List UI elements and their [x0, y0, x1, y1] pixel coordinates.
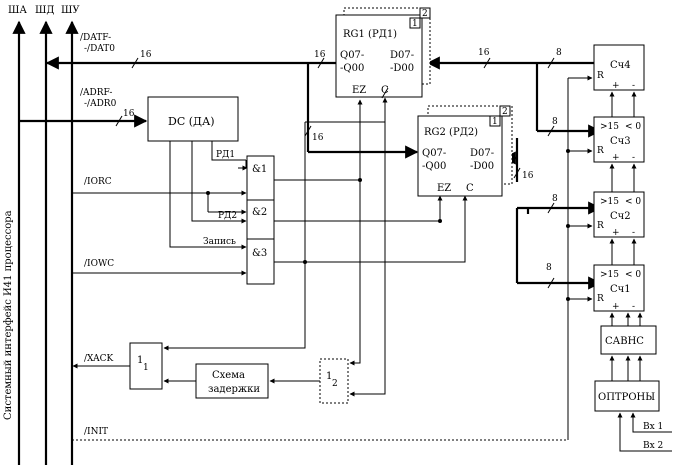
or1-label-b: 1	[143, 363, 149, 373]
counter-1-minus: -	[632, 302, 635, 312]
or1-label-a: 1	[137, 355, 143, 366]
data-bus-wiring: 16 16 16 16 16 8 8 8 8	[45, 48, 602, 290]
counter-4-r: R	[597, 71, 604, 81]
counter-2-r: R	[597, 221, 604, 231]
optrony-label: ОПТРОНЫ	[598, 392, 655, 403]
bus-width-8-b: 8	[552, 117, 558, 127]
savns-label: САВНС	[605, 336, 644, 347]
bus-width-16-c: 16	[478, 48, 490, 58]
signal-adr0: -/ADR0	[84, 99, 117, 109]
vertical-title: Системный интерфейс И41 процессора	[3, 210, 14, 420]
signal-dat0: -/DAT0	[84, 44, 115, 54]
rg1-title: RG1 (РД1)	[343, 29, 397, 40]
rg2-d-bot: -D00	[470, 161, 494, 172]
signal-init: /INIT	[84, 427, 108, 437]
bus-width-8-a: 8	[556, 48, 562, 58]
signal-xack: /XACK	[84, 354, 114, 364]
bus-sha-label: ША	[8, 5, 27, 16]
dc-outputs: РД1 РД2 Запись	[169, 141, 248, 250]
input-vx2: Вх 2	[643, 441, 663, 451]
bus-shu-label: ШУ	[61, 5, 80, 16]
counter-3-lt: < 0	[625, 122, 641, 132]
label-rd2: РД2	[218, 211, 237, 221]
counter-3-gt: >15	[600, 122, 619, 132]
signal-iorc: /IORC	[84, 177, 112, 187]
and2-label: &2	[252, 207, 267, 218]
bus-width-8-d: 8	[546, 263, 552, 273]
input-vx1: Вх 1	[643, 422, 663, 432]
counter-1-gt: >15	[600, 270, 619, 280]
counter-1-lt: < 0	[625, 270, 641, 280]
rg1-q-bot: -Q00	[340, 63, 364, 74]
delay-label-2: задержки	[208, 384, 260, 395]
rg1-num1: 1	[412, 19, 418, 29]
counter-1: >15 < 0 Сч1 R + -	[593, 264, 645, 312]
counter-1-name: Сч1	[610, 284, 631, 295]
rg2-register: 2 1 RG2 (РД2) Q07- -Q00 D07- -D00 EZ C	[417, 105, 513, 197]
bus-width-16-a: 16	[140, 50, 152, 60]
counter-4-minus: -	[632, 81, 635, 91]
counter-3: >15 < 0 Сч3 R + -	[593, 116, 645, 163]
counter-3-r: R	[597, 146, 604, 156]
bus-width-16-d: 16	[312, 133, 324, 143]
input-chain: САВНС ОПТРОНЫ Вх 1 Вх 2	[594, 312, 672, 452]
counters: Сч4 R + - >15 < 0 Сч3 R + - >15 < 0 Сч2 …	[566, 44, 645, 440]
bus-width-16-b: 16	[314, 50, 326, 60]
counter-2-name: Сч2	[610, 211, 631, 222]
or2-label-a: 1	[326, 371, 332, 382]
rg2-title: RG2 (РД2)	[424, 127, 478, 138]
counter-3-plus: +	[612, 153, 620, 163]
bus-width-16-e: 16	[123, 109, 135, 119]
rg1-ez: EZ	[352, 85, 366, 96]
delay-label-1: Схема	[212, 370, 245, 381]
rg1-c: C	[381, 85, 389, 96]
counter-4-plus: +	[612, 81, 620, 91]
rg2-d-top: D07-	[470, 148, 494, 159]
bus-width-8-c: 8	[552, 194, 558, 204]
rg2-q-top: Q07-	[422, 148, 446, 159]
bus-width-16-f: 16	[522, 171, 534, 181]
lower-logic: 1 1 Схема задержки 1 2	[72, 122, 386, 404]
control-lines	[72, 190, 247, 276]
rg1-d-bot: -D00	[390, 63, 414, 74]
rg2-num2: 2	[502, 107, 508, 117]
and3-label: &3	[252, 248, 267, 259]
counter-2-gt: >15	[600, 197, 619, 207]
rg1-q-top: Q07-	[340, 50, 364, 61]
counter-4-name: Сч4	[610, 60, 631, 71]
label-rd1: РД1	[216, 150, 235, 160]
rg2-num1: 1	[492, 117, 498, 127]
counter-3-minus: -	[632, 153, 635, 163]
counter-2: >15 < 0 Сч2 R + -	[593, 191, 645, 238]
counter-2-lt: < 0	[625, 197, 641, 207]
rg2-ez: EZ	[437, 183, 451, 194]
rg2-c: C	[466, 183, 474, 194]
address-bus-wiring: 16	[19, 109, 148, 128]
rg2-q-bot: -Q00	[422, 161, 446, 172]
signal-labels: /DATF- -/DAT0 /ADRF- -/ADR0 /IORC /IOWC …	[80, 33, 117, 437]
counter-3-name: Сч3	[610, 136, 631, 147]
counter-2-minus: -	[632, 228, 635, 238]
system-buses: ША ШД ШУ Системный интерфейс И41 процесс…	[3, 5, 80, 465]
and-gates: &1 &2 &3	[246, 155, 275, 285]
counter-2-plus: +	[612, 228, 620, 238]
label-zapis: Запись	[203, 237, 236, 247]
rg1-register: 2 1 RG1 (РД1) Q07- -Q00 D07- -D00 EZ C	[335, 7, 431, 99]
counter-4: Сч4 R + -	[593, 44, 645, 91]
signal-adrf: /ADRF-	[80, 88, 112, 98]
or2-label-b: 2	[332, 379, 338, 389]
rg1-d-top: D07-	[390, 50, 414, 61]
counter-1-plus: +	[612, 302, 620, 312]
dc-label: DC (ДА)	[168, 115, 215, 128]
counter-1-r: R	[597, 294, 604, 304]
signal-datf: /DATF-	[80, 33, 111, 43]
signal-iowc: /IOWC	[84, 259, 114, 269]
rg1-num2: 2	[422, 9, 428, 19]
dc-block: DC (ДА)	[147, 96, 239, 142]
and1-label: &1	[252, 164, 267, 175]
bus-shd-label: ШД	[35, 5, 55, 16]
